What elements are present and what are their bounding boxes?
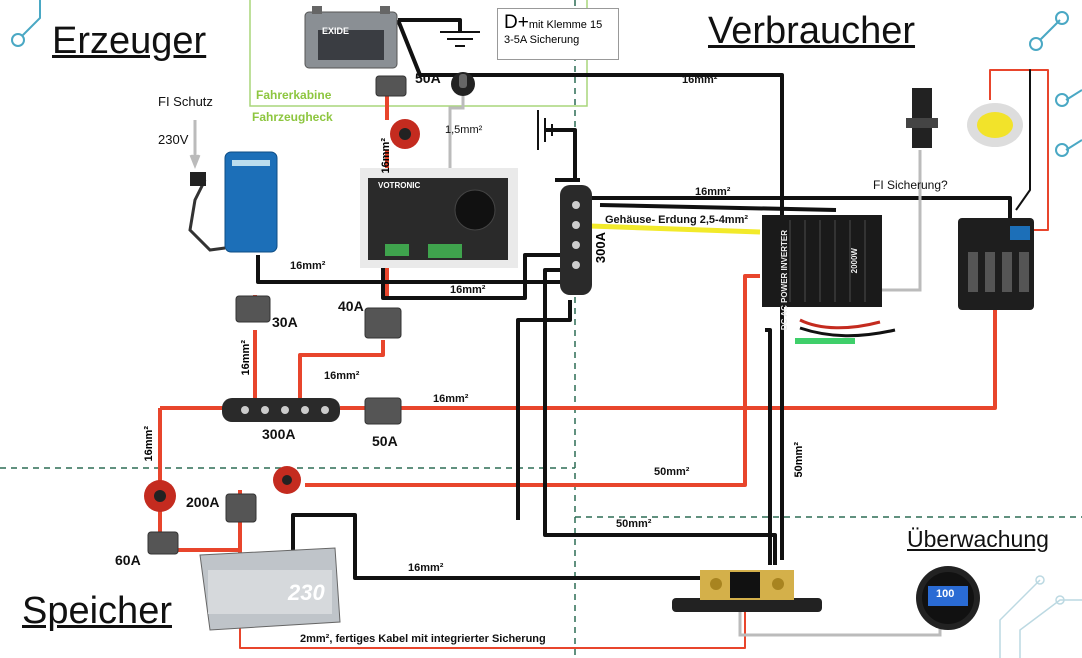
negative-wires: [256, 18, 1031, 580]
toggle-switch: [451, 72, 475, 96]
wire-16-bus: 16mm²: [324, 370, 360, 382]
fuse-40a: 40A: [338, 298, 364, 314]
ceiling-lamp: [967, 103, 1023, 147]
wire-16-vert-a: 16mm²: [380, 138, 392, 174]
fuse-holders: [147, 75, 407, 555]
wire-16-dcdc: 16mm²: [450, 284, 486, 296]
section-verbraucher: Verbraucher: [708, 10, 916, 52]
zone-fahrerkabine: Fahrerkabine: [256, 88, 332, 102]
inverter-text: DC AC POWER INVERTER: [780, 230, 789, 331]
wire-16-long: 16mm²: [433, 393, 469, 405]
wire-16-inverter: 16mm²: [695, 186, 731, 198]
dcdc-brand: VOTRONIC: [378, 181, 421, 190]
dplus-note: mit Klemme 15: [528, 19, 603, 31]
fuse-60a: 60A: [115, 552, 141, 568]
wire-16-shunt: 16mm²: [408, 562, 444, 574]
dplus-main: D+: [504, 12, 529, 33]
section-ueberwachung: Überwachung: [907, 526, 1049, 552]
monitor-reading: 100: [936, 588, 955, 600]
earth-wire: [589, 223, 761, 235]
busbar-300a-vertical: 300A: [593, 232, 608, 264]
zone-fahrzeugheck: Fahrzeugheck: [252, 110, 333, 124]
section-speicher: Speicher: [22, 590, 172, 632]
wire-1-5: 1,5mm²: [445, 124, 483, 136]
pop-up-socket: [906, 88, 938, 148]
wire-16-top: 16mm²: [682, 74, 718, 86]
dc-dc-converter: [360, 168, 518, 268]
fuse-200a: 200A: [186, 494, 220, 510]
circuit-decoration: [11, 0, 1082, 157]
fuse-50a-top: 50A: [415, 70, 441, 86]
breaker-switches: [144, 119, 420, 512]
aux-battery-number: 230: [288, 580, 325, 605]
ground-icon: [440, 31, 553, 150]
aux-battery: [199, 547, 341, 631]
battery-charger: [188, 151, 278, 253]
wire-16-vert-c: 16mm²: [143, 426, 155, 462]
circuit-decoration-bottom: [999, 575, 1082, 658]
wire-50-vert: 50mm²: [793, 442, 805, 478]
dplus-box: D+mit Klemme 15 3-5A Sicherung: [497, 8, 619, 60]
wire-50-a: 50mm²: [654, 466, 690, 478]
power-inverter: [762, 215, 896, 344]
inverter-watt: 2000W: [850, 248, 859, 274]
voltage-label: 230V: [158, 132, 189, 147]
signal-wires: [189, 96, 942, 637]
wire-16-charger: 16mm²: [290, 260, 326, 272]
starter-battery: [304, 6, 398, 69]
busbar-300a-horizontal: 300A: [262, 426, 296, 442]
gehaeuse-erdung-label: Gehäuse- Erdung 2,5-4mm²: [605, 214, 749, 226]
wire-16-vert-b: 16mm²: [240, 340, 252, 376]
fuse-30a: 30A: [272, 314, 298, 330]
section-erzeuger: Erzeuger: [52, 20, 207, 62]
busbar-horizontal: [222, 398, 340, 422]
fuse-box: [958, 218, 1034, 310]
battery-monitor: [916, 566, 980, 630]
starter-battery-text: EXIDE: [322, 26, 350, 36]
kabel-hinweis-label: 2mm², fertiges Kabel mit integrierter Si…: [300, 633, 546, 645]
battery-shunt: [672, 570, 822, 612]
fi-schutz-label: FI Schutz: [158, 94, 213, 109]
fuse-50a-mid: 50A: [372, 433, 398, 449]
wire-50-b: 50mm²: [616, 518, 652, 530]
busbar-vertical: [560, 185, 592, 295]
dplus-fuse: 3-5A Sicherung: [504, 34, 580, 46]
fi-sicherung-label: FI Sicherung?: [873, 178, 948, 192]
